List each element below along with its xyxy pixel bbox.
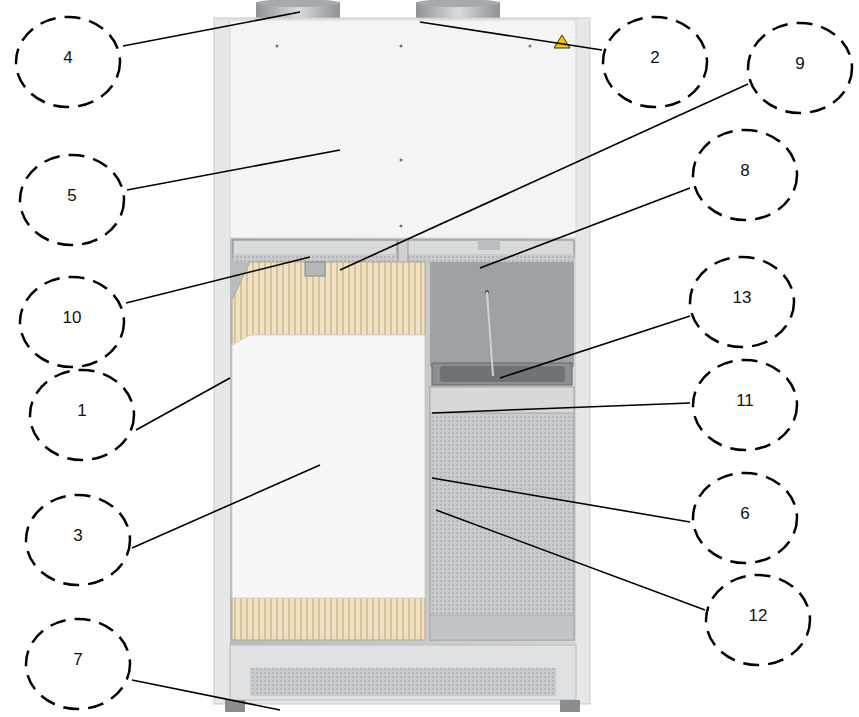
- callout-number: 4: [13, 48, 123, 68]
- callout-number: 8: [690, 161, 800, 181]
- callout-number: 13: [687, 288, 797, 308]
- callout-circle: 5: [17, 152, 127, 248]
- callout-circle: 12: [703, 572, 813, 668]
- callout-circle: 11: [690, 357, 800, 453]
- callout-number: 9: [745, 54, 855, 74]
- callout-circle: 8: [690, 127, 800, 223]
- leader-lines: [123, 12, 748, 710]
- callout-circle: 9: [745, 20, 855, 116]
- callout-number: 11: [690, 391, 800, 411]
- callout-circle: 13: [687, 254, 797, 350]
- callout-number: 6: [690, 504, 800, 524]
- callout-circle: 1: [27, 367, 137, 463]
- callout-circle: 4: [13, 14, 123, 110]
- callout-number: 5: [17, 186, 127, 206]
- callout-circle: 6: [690, 470, 800, 566]
- callout-number: 12: [703, 606, 813, 626]
- callout-circle: 10: [17, 274, 127, 370]
- callout-number: 10: [17, 308, 127, 328]
- callout-circle: 3: [23, 492, 133, 588]
- callout-circle: 7: [23, 616, 133, 712]
- callout-number: 7: [23, 650, 133, 670]
- callout-number: 3: [23, 526, 133, 546]
- callout-number: 1: [27, 401, 137, 421]
- callout-number: 2: [600, 48, 710, 68]
- callout-circle: 2: [600, 14, 710, 110]
